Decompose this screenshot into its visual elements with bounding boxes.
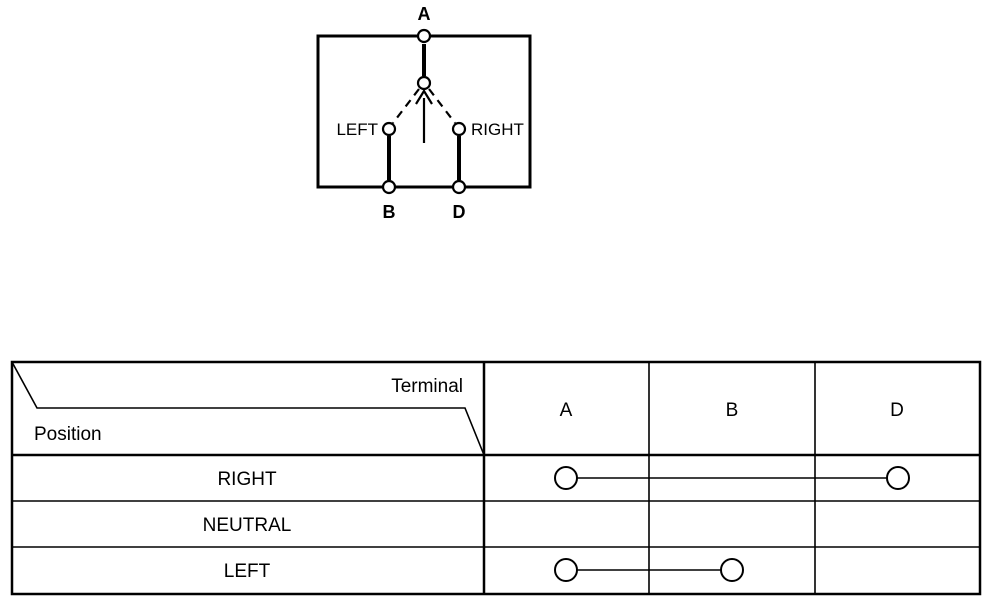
continuity-dot-right-d: [886, 466, 910, 490]
column-header-b: B: [726, 400, 739, 421]
header-slant-line: [11, 361, 485, 456]
terminal-b-label: B: [383, 202, 396, 222]
lever-arrow-icon: [415, 88, 433, 105]
dashed-path-right: [428, 88, 456, 124]
row-label-left: LEFT: [224, 561, 271, 582]
pivot-node: [416, 75, 432, 91]
row-label-neutral: NEUTRAL: [203, 515, 292, 536]
right-contact-label: RIGHT: [471, 120, 524, 139]
terminal-b-node: [381, 179, 397, 195]
terminal-d-node: [451, 179, 467, 195]
terminal-a-label: A: [418, 4, 431, 24]
column-header-d: D: [890, 400, 904, 421]
terminal-d-label: D: [453, 202, 466, 222]
table-border: [10, 360, 982, 596]
continuity-dot-right-a: [554, 466, 578, 490]
continuity-dot-left-b: [720, 558, 744, 582]
header-position-label: Position: [34, 424, 102, 445]
column-header-a: A: [560, 400, 573, 421]
dashed-path-left: [392, 88, 420, 124]
header-terminal-label: Terminal: [391, 376, 463, 397]
row-label-right: RIGHT: [217, 469, 277, 490]
switch-schematic: A B D LEFT RIGHT: [316, 4, 532, 222]
continuity-table: Terminal Position A B D RIGHT NEUTRAL LE…: [10, 360, 982, 596]
left-contact-label: LEFT: [336, 120, 378, 139]
right-contact-node: [451, 121, 467, 137]
terminal-a-node: [416, 28, 432, 44]
continuity-marks: [554, 466, 910, 582]
continuity-dot-left-a: [554, 558, 578, 582]
left-contact-node: [381, 121, 397, 137]
